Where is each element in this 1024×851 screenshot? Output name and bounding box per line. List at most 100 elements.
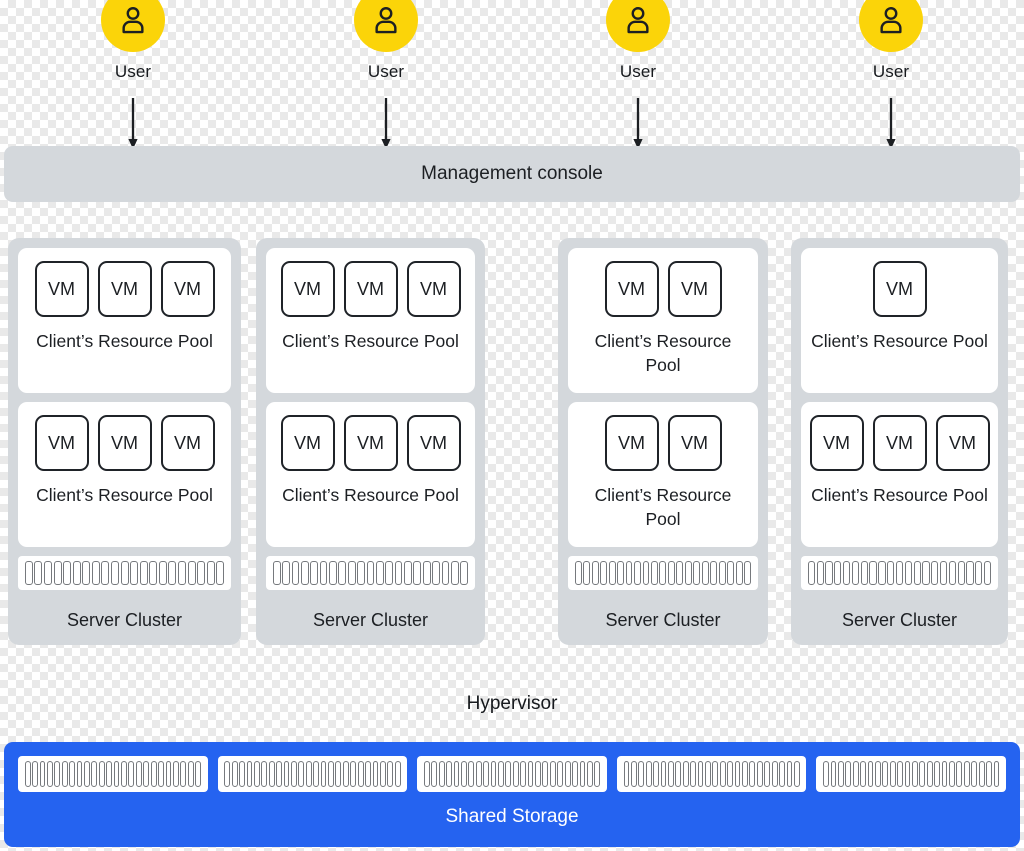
rack-bar [111, 561, 119, 585]
rack-bar [843, 561, 851, 585]
vm-box[interactable]: VM [34, 261, 89, 317]
vm-box[interactable]: VM [667, 415, 722, 471]
user-3: User [578, 0, 698, 82]
vm-box[interactable]: VM [343, 415, 398, 471]
rack-bar [608, 561, 616, 585]
user-avatar[interactable] [606, 0, 670, 52]
rack-bar [291, 561, 300, 585]
rack-bar [549, 761, 556, 787]
vm-box[interactable]: VM [406, 415, 461, 471]
rack-bar [764, 761, 771, 787]
rack-bar [150, 761, 157, 787]
resource-pool-label: Client’s Resource Pool [594, 331, 732, 376]
vm-box[interactable]: VM [280, 415, 335, 471]
rack-bar [823, 761, 829, 787]
management-console-bar[interactable]: Management console [4, 146, 1020, 202]
rack-bar [101, 561, 110, 585]
rack-bar [860, 761, 867, 787]
rack-bar [756, 761, 763, 787]
rack-bar [697, 761, 704, 787]
user-avatar[interactable] [101, 0, 165, 52]
vm-box[interactable]: VM [280, 261, 335, 317]
rack-bar [106, 761, 113, 787]
resource-pool-label: Client’s Resource Pool [594, 485, 732, 530]
rack-bar [335, 761, 342, 787]
rack-bar [261, 761, 268, 787]
vm-box[interactable]: VM [160, 261, 215, 317]
vm-box[interactable]: VM [97, 415, 152, 471]
hypervisor-label: Hypervisor [466, 693, 558, 714]
rack-bar [475, 761, 482, 787]
user-icon [375, 7, 397, 34]
vm-box[interactable]: VM [604, 261, 659, 317]
rack-bar [76, 761, 83, 787]
rack-bar [24, 561, 33, 585]
rack-bar [291, 761, 297, 787]
rack-bar [239, 761, 246, 787]
vm-box[interactable]: VM [809, 415, 864, 471]
rack-bar [882, 761, 889, 787]
vm-box[interactable]: VM [343, 261, 398, 317]
rack-bar [195, 761, 201, 787]
user-to-console-arrow [885, 98, 897, 150]
user-avatar[interactable] [859, 0, 923, 52]
rack-bar [986, 761, 992, 787]
rack-bar [120, 561, 129, 585]
rack-bar [432, 561, 440, 585]
vm-box[interactable]: VM [34, 415, 89, 471]
rack-bar [653, 761, 660, 787]
rack-bar [128, 761, 135, 787]
rack-bar [919, 761, 926, 787]
rack-bar [450, 561, 459, 585]
rack-bar [617, 561, 625, 585]
rack-bar [512, 761, 519, 787]
vm-box[interactable]: VM [406, 261, 461, 317]
rack-bar [660, 761, 667, 787]
rack-bar [625, 561, 633, 585]
rack-bar [971, 761, 978, 787]
vm-box[interactable]: VM [872, 261, 927, 317]
rack-bar [342, 761, 349, 787]
user-label: User [114, 62, 152, 81]
rack-bar [121, 761, 127, 787]
rack-bar [693, 561, 701, 585]
rack-bar [130, 561, 139, 585]
rack-bar [91, 761, 98, 787]
rack-bar [676, 561, 684, 585]
rack-bar [168, 561, 177, 585]
vm-box[interactable]: VM [667, 261, 722, 317]
rack-bar [39, 761, 46, 787]
user-icon [122, 7, 144, 34]
rack-bar [851, 561, 860, 585]
rack-bar [684, 561, 692, 585]
rack-bar [579, 761, 586, 787]
rack-bar [276, 761, 283, 787]
vm-box[interactable]: VM [935, 415, 990, 471]
rack-bar [852, 761, 859, 787]
rack-bar [931, 561, 939, 585]
rack-bar [591, 561, 599, 585]
vm-box[interactable]: VM [97, 261, 152, 317]
rack-bar [149, 561, 158, 585]
rack-bar [675, 761, 682, 787]
vm-box[interactable]: VM [872, 415, 927, 471]
rack-bar [461, 761, 467, 787]
rack-bar [887, 561, 895, 585]
shared-storage-panel[interactable]: Shared Storage [4, 742, 1020, 847]
rack-bar [483, 761, 490, 787]
rack-bar [372, 761, 379, 787]
rack-bar [701, 561, 709, 585]
rack-bar [975, 561, 983, 585]
rack-bar [490, 761, 497, 787]
user-avatar[interactable] [354, 0, 418, 52]
user-to-console-arrow [380, 98, 392, 150]
vm-box[interactable]: VM [604, 415, 659, 471]
vm-box[interactable]: VM [160, 415, 215, 471]
